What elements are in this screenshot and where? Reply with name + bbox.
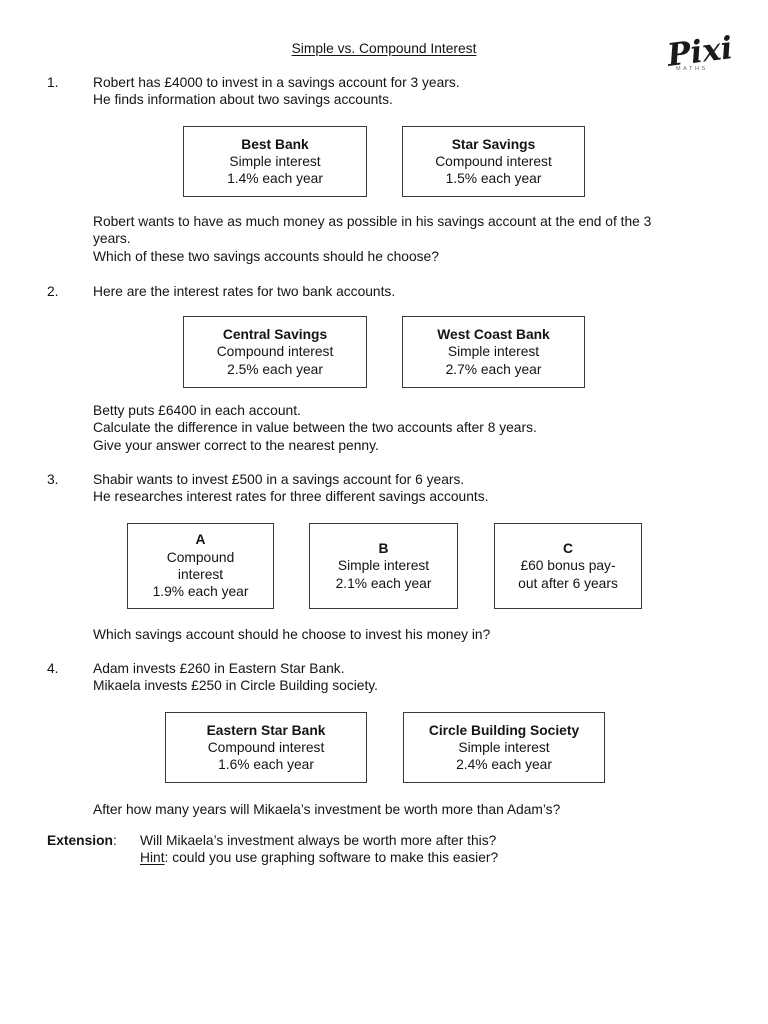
box-best-bank-line: Simple interest xyxy=(229,153,321,169)
pixi-maths-logo: Pixi MATHS xyxy=(660,30,740,74)
box-circle-building-society-line: Simple interest xyxy=(458,739,550,755)
question-4-outro-line: After how many years will Mikaela’s inve… xyxy=(93,802,561,817)
box-account-b-line: 2.1% each year xyxy=(335,575,432,591)
question-2-intro: Here are the interest rates for two bank… xyxy=(93,283,753,300)
box-best-bank-line: 1.4% each year xyxy=(227,171,323,187)
question-3-intro-line: Shabir wants to invest £500 in a savings… xyxy=(93,472,465,487)
box-account-a-title: A xyxy=(195,532,206,548)
box-central-savings: Central Savings Compound interest 2.5% e… xyxy=(183,316,367,388)
extension-body: Will Mikaela’s investment always be wort… xyxy=(140,832,740,867)
extension-label-wrap: Extension: xyxy=(47,832,117,849)
box-star-savings-title: Star Savings xyxy=(451,136,536,152)
box-account-a-line: 1.9% each year xyxy=(152,584,249,600)
extension-line: Will Mikaela’s investment always be wort… xyxy=(140,833,497,848)
box-circle-building-society: Circle Building Society Simple interest … xyxy=(403,712,605,783)
box-account-c-line: out after 6 years xyxy=(518,575,618,591)
worksheet-title: Simple vs. Compound Interest xyxy=(291,41,477,56)
extension-hint-line: Hint: could you use graphing software to… xyxy=(140,849,740,866)
question-1-outro: Robert wants to have as much money as po… xyxy=(93,213,753,265)
question-1-number: 1. xyxy=(47,75,59,90)
question-1-outro-line: Which of these two savings accounts shou… xyxy=(93,248,439,264)
box-account-b-line: Simple interest xyxy=(337,558,430,574)
question-3-intro: Shabir wants to invest £500 in a savings… xyxy=(93,471,753,506)
question-4-number: 4. xyxy=(47,661,59,676)
box-circle-building-society-line: 2.4% each year xyxy=(456,757,552,773)
question-1-outro-line: years. xyxy=(93,231,131,247)
box-account-b: B Simple interest 2.1% each year xyxy=(309,523,458,609)
box-account-c-title: C xyxy=(563,541,573,557)
box-circle-building-society-title: Circle Building Society xyxy=(428,722,580,738)
box-account-c-line: £60 bonus pay- xyxy=(520,558,616,574)
box-account-c: C £60 bonus pay- out after 6 years xyxy=(494,523,642,609)
box-account-a: A Compound interest 1.9% each year xyxy=(127,523,274,609)
question-2-outro-line: Calculate the difference in value betwee… xyxy=(93,420,537,436)
box-eastern-star-bank-line: Compound interest xyxy=(207,739,325,755)
hint-label: Hint xyxy=(140,850,165,866)
box-eastern-star-bank: Eastern Star Bank Compound interest 1.6%… xyxy=(165,712,367,783)
box-west-coast-bank-line: 2.7% each year xyxy=(445,361,542,377)
question-4-intro: Adam invests £260 in Eastern Star Bank. … xyxy=(93,660,753,695)
box-star-savings-line: Compound interest xyxy=(435,153,552,169)
box-account-a-line: interest xyxy=(177,567,224,582)
box-best-bank-title: Best Bank xyxy=(241,136,309,152)
logo-subtitle-text: MATHS xyxy=(676,66,708,72)
question-1-outro-line: Robert wants to have as much money as po… xyxy=(93,214,652,229)
question-1-intro: Robert has £4000 to invest in a savings … xyxy=(93,74,753,109)
question-2-outro-line: Give your answer correct to the nearest … xyxy=(93,437,379,453)
extension-label: Extension xyxy=(47,833,113,848)
question-4-outro: After how many years will Mikaela’s inve… xyxy=(93,801,753,818)
question-4-intro-line: Adam invests £260 in Eastern Star Bank. xyxy=(93,661,345,676)
box-eastern-star-bank-title: Eastern Star Bank xyxy=(206,722,326,738)
box-west-coast-bank-title: West Coast Bank xyxy=(437,327,550,343)
box-star-savings-line: 1.5% each year xyxy=(445,171,542,187)
question-2-number: 2. xyxy=(47,284,59,299)
question-1-intro-line: Robert has £4000 to invest in a savings … xyxy=(93,75,460,90)
question-1-intro-line: He finds information about two savings a… xyxy=(93,92,393,108)
question-4-intro-line: Mikaela invests £250 in Circle Building … xyxy=(93,678,379,694)
question-3-outro-line: Which savings account should he choose t… xyxy=(93,627,491,642)
question-2-intro-line: Here are the interest rates for two bank… xyxy=(93,284,396,299)
logo-brand-text: Pixi xyxy=(665,30,735,74)
question-3-number: 3. xyxy=(47,472,59,487)
title-row: Simple vs. Compound Interest xyxy=(0,40,768,57)
extension-colon: : xyxy=(112,833,117,848)
question-2-outro-line: Betty puts £6400 in each account. xyxy=(93,403,301,418)
hint-text: : could you use graphing software to mak… xyxy=(164,850,499,866)
box-central-savings-line: Compound interest xyxy=(216,344,334,360)
question-3-outro: Which savings account should he choose t… xyxy=(93,626,753,643)
box-west-coast-bank-line: Simple interest xyxy=(447,344,540,360)
box-west-coast-bank: West Coast Bank Simple interest 2.7% eac… xyxy=(402,316,585,388)
box-account-a-line: Compound xyxy=(166,549,235,565)
box-account-b-title: B xyxy=(378,541,389,557)
box-central-savings-line: 2.5% each year xyxy=(227,361,323,377)
box-star-savings: Star Savings Compound interest 1.5% each… xyxy=(402,126,585,197)
question-3-intro-line: He researches interest rates for three d… xyxy=(93,489,489,505)
box-central-savings-title: Central Savings xyxy=(222,327,328,343)
question-2-outro: Betty puts £6400 in each account. Calcul… xyxy=(93,402,753,454)
box-eastern-star-bank-line: 1.6% each year xyxy=(218,757,314,773)
box-best-bank: Best Bank Simple interest 1.4% each year xyxy=(183,126,367,197)
